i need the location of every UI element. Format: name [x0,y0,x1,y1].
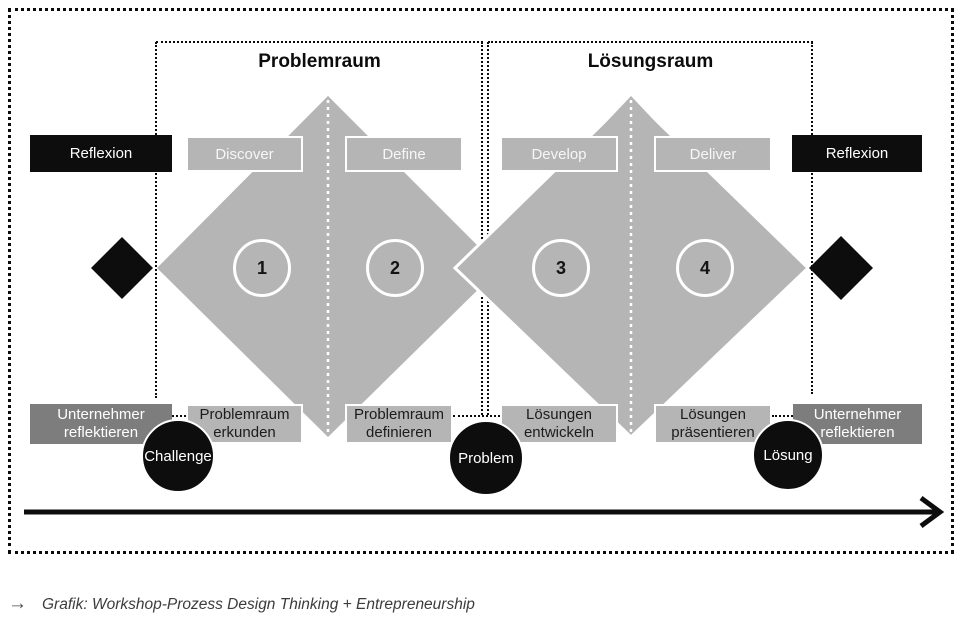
dotted-guide-mid-left [481,42,483,415]
dotted-guide-mid-right [487,42,489,415]
reflexion-diamond-right [809,236,873,300]
step-line: Lösungen [680,406,746,423]
milestone-solution: Lösung [752,419,824,491]
dotted-guide-left [155,42,157,398]
step-line: Unternehmer [813,406,902,423]
step-line: Problemraum [199,406,290,423]
phase-box-define: Define [345,136,463,172]
figure-caption: → Grafik: Workshop-Prozess Design Thinki… [8,593,475,615]
step-line: Unternehmer [57,406,145,423]
milestone-challenge: Challenge [141,419,215,493]
step-line: Problemraum [353,406,445,423]
phase-box-develop: Develop [500,136,618,172]
problem-diamond [157,96,500,437]
phase-number-1: 1 [233,239,291,297]
reflexion-box-left: Reflexion [30,135,172,172]
reflexion-diamond-left [91,237,153,299]
step-box-explore: Problemraum erkunden [186,404,303,444]
dotted-guide-top-problem [156,41,483,43]
phase-number-4: 4 [676,239,734,297]
phase-box-deliver: Deliver [654,136,772,172]
timeline-arrow-head [919,495,945,529]
step-line: präsentieren [671,424,755,441]
step-line: reflektieren [63,424,139,441]
step-line: entwickeln [523,424,595,441]
step-box-define: Problemraum definieren [345,404,453,444]
diagram-frame [8,8,954,554]
caption-text: Grafik: Workshop-Prozess Design Thinking… [42,596,475,613]
step-line: Lösungen [526,406,592,423]
dotted-guide-top-solution [488,41,813,43]
step-line: definieren [366,424,432,441]
dotted-connector-challenge [172,415,186,417]
step-box-present: Lösungen präsentieren [654,404,772,444]
reflexion-box-right: Reflexion [792,135,922,172]
dotted-connector-problem [453,415,500,417]
phase-number-2: 2 [366,239,424,297]
problem-space-title: Problemraum [258,51,381,72]
step-line: erkunden [213,424,276,441]
phase-box-discover: Discover [186,136,303,172]
dotted-guide-right [811,42,813,394]
caption-arrow-icon: → [8,593,27,614]
solution-space-title: Lösungsraum [587,51,714,72]
step-box-develop: Lösungen entwickeln [500,404,618,444]
step-line: reflektieren [820,424,895,441]
dotted-connector-solution [772,415,793,417]
phase-number-3: 3 [532,239,590,297]
step-box-reflect-right: Unternehmer reflektieren [793,404,922,444]
milestone-problem: Problem [448,420,524,496]
